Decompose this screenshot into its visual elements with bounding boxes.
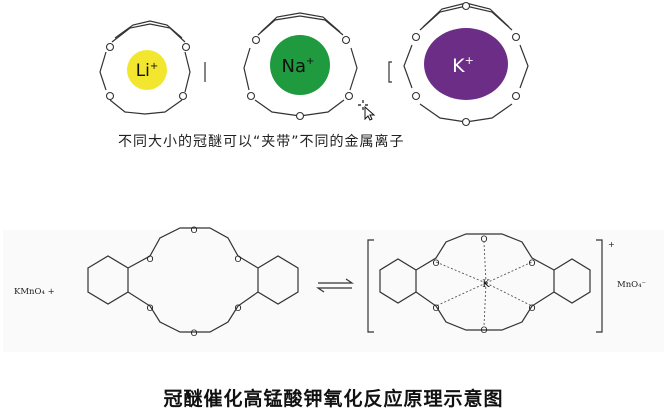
reaction-panel: KMnO₄ + O O O O O O + [3, 226, 664, 352]
svg-text:O: O [480, 326, 487, 336]
crown-ether-na [243, 12, 358, 117]
complex-bracket [367, 239, 603, 333]
svg-text:O: O [234, 255, 241, 265]
li-ion-label: Li+ [136, 61, 159, 81]
crown-oxygens-na [246, 35, 354, 121]
svg-text:O: O [528, 304, 535, 314]
separator-2 [388, 61, 392, 83]
crown-ether-li [99, 20, 191, 115]
svg-text:O: O [146, 304, 153, 314]
svg-text:O: O [190, 329, 197, 339]
ion-caption: 不同大小的冠醚可以“夹带”不同的金属离子 [118, 134, 405, 150]
complex-charge: + [608, 240, 615, 249]
svg-text:O: O [234, 304, 241, 314]
complexed-crown-oxygens: O O O O O O [432, 235, 535, 336]
svg-text:O: O [528, 259, 535, 269]
complexed-crown-ether [379, 233, 591, 331]
na-ion-label: Na+ [282, 56, 315, 77]
li-ion [127, 50, 167, 90]
k-ion [424, 28, 508, 100]
svg-text:O: O [146, 255, 153, 265]
na-ion [270, 35, 330, 95]
reactant-label: KMnO₄ + [14, 287, 55, 297]
k-ion-label: K+ [452, 54, 474, 77]
coordination-bonds [435, 241, 533, 327]
crown-oxygens-li [105, 42, 191, 101]
svg-text:O: O [432, 259, 439, 269]
free-crown-ether [87, 227, 299, 333]
svg-text:O: O [190, 226, 197, 236]
mouse-cursor-icon [358, 100, 376, 121]
counter-ion-label: MnO₄⁻ [617, 280, 646, 290]
free-crown-oxygens: O O O O O O [146, 226, 241, 339]
svg-text:O: O [432, 304, 439, 314]
svg-text:O: O [480, 235, 487, 245]
crown-oxygens-k [411, 1, 521, 127]
diagram-title: 冠醚催化高锰酸钾氧化反应原理示意图 [163, 388, 504, 410]
center-potassium: K [482, 279, 490, 290]
equilibrium-arrow [316, 278, 354, 293]
